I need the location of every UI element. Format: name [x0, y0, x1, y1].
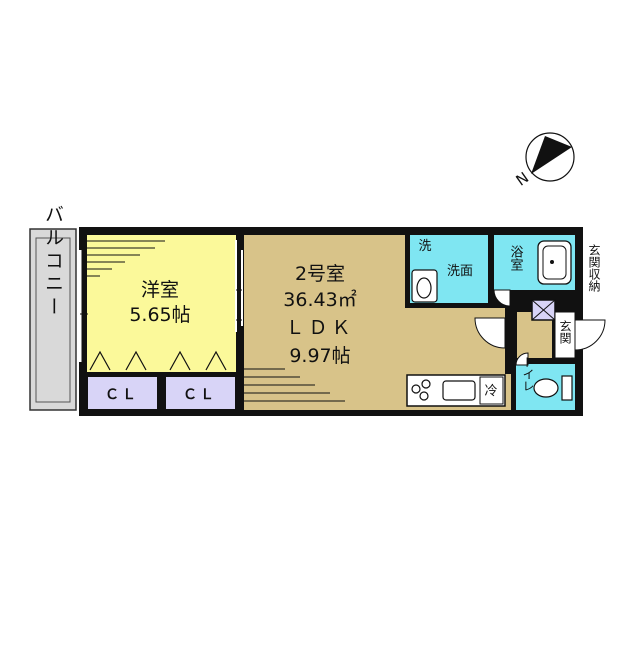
entrance-storage-label: 玄関収納 — [587, 243, 601, 292]
kitchen-sink — [442, 380, 476, 401]
western-room-name: 洋室 — [141, 279, 179, 301]
closet-doors — [89, 350, 227, 371]
front-door-swing-right — [574, 319, 606, 351]
balcony: バルコニー — [29, 205, 77, 411]
entrance-label: 玄関 — [558, 319, 572, 344]
fridge-label: 冷 — [484, 384, 497, 399]
bathroom-label: 浴室 — [508, 245, 524, 271]
ldk-size: 9.97帖 — [289, 345, 350, 367]
compass-icon: N — [513, 132, 575, 190]
bathtub — [537, 240, 572, 285]
toilet — [561, 375, 573, 401]
closet-2-label: ＣＬ — [183, 387, 217, 403]
western-room-size: 5.65帖 — [129, 304, 190, 326]
compass-north-label: N — [513, 168, 533, 189]
balcony-area — [29, 228, 77, 411]
washer-label: 洗 — [418, 239, 431, 254]
closet-1-label: ＣＬ — [105, 387, 139, 403]
closet-1 — [86, 375, 159, 411]
ldk-room — [244, 235, 405, 410]
ldk-type: ＬＤＫ — [285, 317, 354, 339]
balcony-label: バルコニー — [42, 205, 64, 320]
unit-number: 2号室 — [295, 263, 345, 285]
toilet-label: トイレ — [521, 356, 535, 392]
washroom-label: 洗面 — [447, 264, 473, 279]
room-hatching — [80, 240, 345, 402]
unit-area: 36.43㎡ — [283, 288, 356, 311]
washbasin — [411, 269, 438, 303]
front-door-swing-left — [474, 317, 506, 349]
western-room — [87, 235, 236, 372]
